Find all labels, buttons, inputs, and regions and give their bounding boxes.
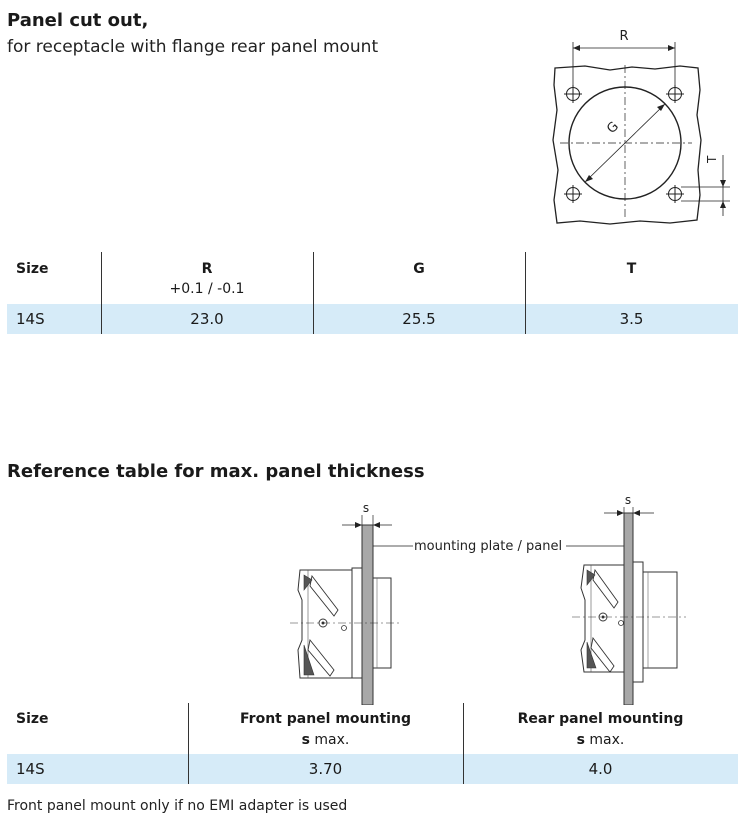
header-rear-panel-mounting: Rear panel mounting <box>517 711 684 727</box>
t-dimension-label: T <box>705 155 719 164</box>
header-g: G <box>413 261 425 277</box>
cell-g: 25.5 <box>402 310 436 328</box>
cell-r: 23.0 <box>190 310 224 328</box>
header-rear-smax: s max. <box>463 732 738 748</box>
column-divider <box>525 252 526 334</box>
s-symbol: s <box>576 732 585 748</box>
footnote: Front panel mount only if no EMI adapter… <box>7 798 348 814</box>
panel-cutout-title: Panel cut out, <box>7 10 149 31</box>
s-label-rear: s <box>625 493 631 507</box>
panel-thickness-table: Size Front panel mounting s max. Rear pa… <box>7 702 738 784</box>
s-symbol: s <box>301 732 310 748</box>
max-text: max. <box>589 732 625 748</box>
cell-front-smax: 3.70 <box>308 760 343 778</box>
front-mount-connector: s <box>290 501 402 705</box>
cell-t: 3.5 <box>619 310 644 328</box>
cell-size: 14S <box>16 310 45 328</box>
header-front-smax: s max. <box>188 732 463 748</box>
rear-mount-connector: s <box>572 493 686 705</box>
column-divider <box>101 252 102 334</box>
panel-cutout-table: Size R +0.1 / -0.1 G T 14S 23.0 25.5 3.5 <box>7 250 738 334</box>
panel-thickness-diagram: s mounting plate / panel s <box>290 493 686 705</box>
cell-size: 14S <box>16 760 45 778</box>
panel-cutout-subtitle: for receptacle with flange rear panel mo… <box>7 37 379 57</box>
thickness-title: Reference table for max. panel thickness <box>7 461 425 482</box>
mounting-plate-label: mounting plate / panel <box>414 539 562 554</box>
r-dimension-label: R <box>619 29 628 44</box>
max-text: max. <box>314 732 350 748</box>
header-front-panel-mounting: Front panel mounting <box>240 711 411 727</box>
column-divider <box>463 703 464 784</box>
g-dimension-label: G <box>604 119 622 137</box>
column-divider <box>188 703 189 784</box>
header-size: Size <box>16 261 49 277</box>
header-r-tolerance: +0.1 / -0.1 <box>169 281 245 297</box>
table-row: 14S 23.0 25.5 3.5 <box>7 304 738 334</box>
table-row: 14S 3.70 4.0 <box>7 754 738 784</box>
header-size: Size <box>16 711 49 727</box>
header-r: R <box>201 261 213 277</box>
s-label-front: s <box>363 501 369 515</box>
cell-rear-smax: 4.0 <box>588 760 613 778</box>
panel-cutout-diagram: R G T <box>552 29 730 225</box>
column-divider <box>313 252 314 334</box>
header-t: T <box>626 261 637 277</box>
